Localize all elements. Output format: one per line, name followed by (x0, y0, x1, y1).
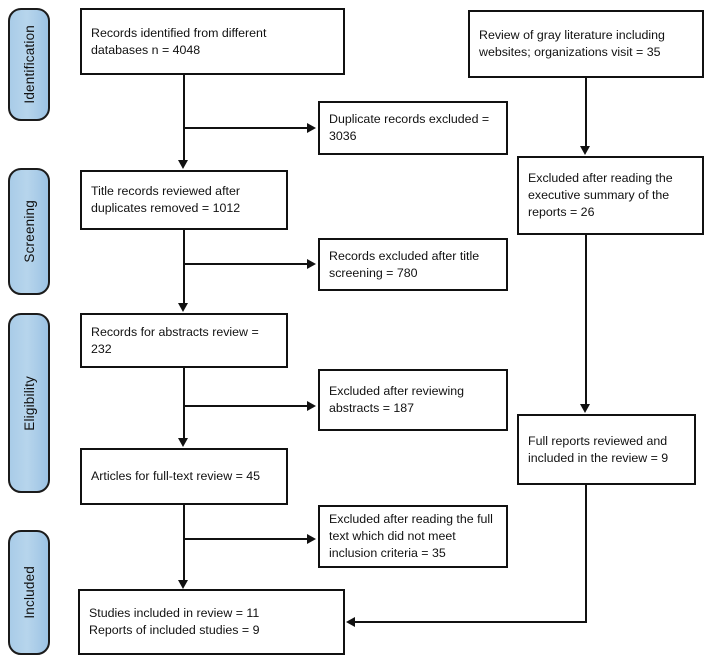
node-text-excluded-full-text: Excluded after reading the full text whi… (329, 512, 493, 560)
node-text-excluded-executive-summary: Excluded after reading the executive sum… (528, 171, 673, 219)
node-gray-literature: Review of gray literature including webs… (468, 10, 704, 78)
stage-pill-included: Included (8, 530, 50, 655)
arrowhead-identified-to-title (178, 160, 188, 169)
node-text-records-identified: Records identified from different databa… (91, 25, 267, 57)
connector-fulltext-to-fulltextexcluded (183, 538, 307, 540)
arrowhead-title-to-abstracts (178, 303, 188, 312)
stage-pill-eligibility: Eligibility (8, 313, 50, 493)
node-text-excluded-abstracts: Excluded after reviewing abstracts = 187 (329, 384, 464, 415)
node-text-duplicates-excluded: Duplicate records excluded = 3036 (329, 112, 490, 143)
connector-identified-to-duplicates (183, 127, 307, 129)
node-excluded-title-screening: Records excluded after title screening =… (318, 238, 508, 291)
node-text-gray-literature: Review of gray literature including webs… (479, 28, 665, 59)
stage-pill-identification: Identification (8, 8, 50, 121)
node-excluded-full-text: Excluded after reading the full text whi… (318, 505, 508, 568)
arrowhead-abstracts-to-abstractsexcluded (307, 401, 316, 411)
node-excluded-abstracts: Excluded after reviewing abstracts = 187 (318, 369, 508, 431)
node-text-full-reports-included: Full reports reviewed and included in th… (528, 433, 669, 465)
node-full-reports-included: Full reports reviewed and included in th… (517, 414, 696, 485)
arrowhead-fullreports-to-included (346, 617, 355, 627)
node-duplicates-excluded: Duplicate records excluded = 3036 (318, 101, 508, 155)
node-title-records-reviewed: Title records reviewed after duplicates … (80, 170, 288, 230)
node-records-abstracts-review: Records for abstracts review = 232 (80, 313, 288, 368)
connector-fullreports-to-included (355, 621, 587, 623)
connector-execsummary-to-fullreports (585, 235, 587, 405)
node-excluded-executive-summary: Excluded after reading the executive sum… (517, 156, 704, 235)
node-articles-full-text: Articles for full-text review = 45 (80, 448, 288, 505)
connector-grayliterature-to-execsummary (585, 78, 587, 147)
arrowhead-fulltext-to-included (178, 580, 188, 589)
connector-fullreports-down (585, 485, 587, 623)
connector-abstracts-to-abstractsexcluded (183, 405, 307, 407)
stage-label-eligibility: Eligibility (21, 375, 37, 431)
node-text-title-records-reviewed: Title records reviewed after duplicates … (91, 184, 241, 215)
connector-title-to-titleexcluded (183, 263, 307, 265)
stage-label-identification: Identification (21, 25, 37, 104)
arrowhead-fulltext-to-fulltextexcluded (307, 534, 316, 544)
node-text-studies-included: Studies included in review = 11 Reports … (89, 606, 260, 637)
connector-identified-to-title (183, 75, 185, 161)
connector-fulltext-to-included (183, 505, 185, 581)
node-text-records-abstracts-review: Records for abstracts review = 232 (91, 324, 259, 356)
connector-abstracts-to-fulltext (183, 368, 185, 439)
node-records-identified: Records identified from different databa… (80, 8, 345, 75)
stage-label-screening: Screening (21, 200, 37, 263)
node-studies-included: Studies included in review = 11 Reports … (78, 589, 345, 655)
node-text-articles-full-text: Articles for full-text review = 45 (91, 469, 261, 483)
stage-pill-screening: Screening (8, 168, 50, 295)
arrowhead-abstracts-to-fulltext (178, 438, 188, 447)
arrowhead-identified-to-duplicates (307, 123, 316, 133)
arrowhead-grayliterature-to-execsummary (580, 146, 590, 155)
arrowhead-title-to-titleexcluded (307, 259, 316, 269)
connector-title-to-abstracts (183, 230, 185, 304)
node-text-excluded-title-screening: Records excluded after title screening =… (329, 248, 480, 280)
arrowhead-execsummary-to-fullreports (580, 404, 590, 413)
stage-label-included: Included (21, 566, 37, 619)
